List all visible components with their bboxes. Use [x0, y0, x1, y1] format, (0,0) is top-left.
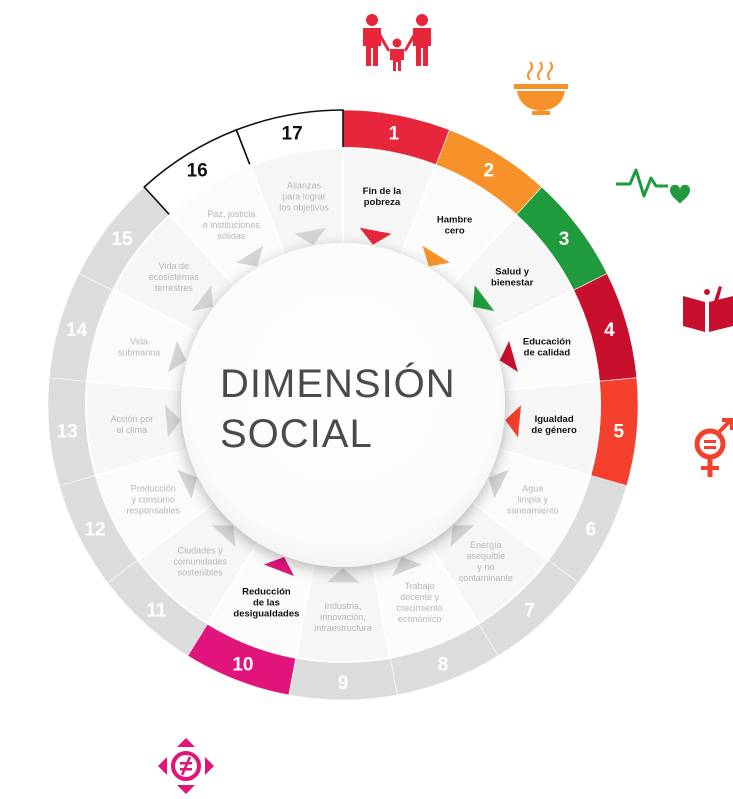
goal-number-14: 14 [66, 320, 88, 341]
goal-pointer-1 [359, 227, 392, 245]
goal-label-14: submarina [118, 347, 160, 357]
center-title-line1: DIMENSIÓN [220, 361, 456, 406]
goal-label-17: Alianzas [287, 181, 322, 191]
goal-pointer-15 [191, 285, 213, 312]
goal-label-13: Acción por [111, 414, 154, 424]
goal-pointer-5 [505, 405, 521, 438]
goal-icons [158, 14, 733, 794]
goal-label-6: limpia y [518, 494, 549, 504]
heartbeat-icon [616, 168, 690, 204]
goal-label-7: y no [477, 562, 494, 572]
inner-sectors [85, 146, 601, 663]
goal-pointer-6 [488, 469, 509, 499]
goal-label-3: Salud y [495, 267, 530, 278]
soup-bowl-icon [514, 61, 568, 115]
goal-label-5: Igualdad [535, 414, 574, 425]
goal-pointer-12 [177, 469, 198, 499]
goal-label-16: Paz, justicia [207, 209, 255, 219]
goal-pointer-14 [168, 340, 187, 373]
goal-label-1: Fin de la [363, 186, 402, 197]
goal-label-16: sólidas [217, 231, 246, 241]
goal-pointer-9 [326, 568, 360, 583]
goal-number-7: 7 [524, 601, 535, 622]
pointers [165, 227, 521, 583]
goal-number-8: 8 [438, 654, 449, 675]
goal-label-12: y consumo [131, 494, 175, 504]
goal-label-10: Reducción [242, 587, 291, 598]
goal-label-2: Hambre [437, 214, 472, 225]
goal-pointer-4 [499, 340, 518, 373]
goal-number-16: 16 [187, 160, 208, 181]
reduced-inequalities-icon [158, 738, 214, 794]
goal-label-6: saneamiento [507, 505, 559, 515]
center-title-line2: SOCIAL [220, 412, 373, 456]
goal-label-12: responsables [126, 505, 180, 515]
book-icon [683, 286, 733, 332]
goal-number-4: 4 [604, 320, 615, 341]
outer-ring [47, 109, 639, 701]
goal-label-16: e instituciones [203, 220, 261, 230]
goal-label-7: contaminante [459, 573, 513, 583]
goal-label-8: económico [398, 614, 442, 624]
goal-label-13: el clima [117, 425, 148, 435]
goal-label-8: Trabajo [404, 581, 434, 591]
family-icon [363, 14, 431, 71]
goal-label-9: infraestructura [314, 623, 372, 633]
goal-label-9: Industria, [324, 601, 361, 611]
goal-number-9: 9 [338, 673, 349, 694]
goal-pointer-10 [263, 556, 295, 577]
goal-label-15: Vida de [159, 261, 189, 271]
goal-label-5: de género [531, 425, 577, 436]
goal-number-1: 1 [389, 124, 400, 145]
goal-number-2: 2 [484, 160, 495, 181]
goal-number-13: 13 [57, 422, 78, 443]
goal-label-17: los objetivos [279, 203, 329, 213]
goal-number-6: 6 [586, 519, 597, 540]
goal-number-12: 12 [84, 519, 105, 540]
goal-label-11: sostenibles [178, 568, 224, 578]
goal-number-5: 5 [614, 422, 625, 443]
goal-label-3: bienestar [491, 278, 534, 289]
goal-label-7: asequible [467, 551, 506, 561]
goal-label-7: Energía [470, 540, 502, 550]
goal-label-2: cero [445, 225, 465, 236]
goal-pointer-13 [165, 405, 181, 438]
goal-label-12: Producción [131, 483, 176, 493]
goal-pointer-11 [211, 525, 236, 547]
goal-number-3: 3 [559, 229, 570, 250]
goal-label-6: Agua [522, 483, 543, 493]
goal-pointer-16 [235, 245, 264, 267]
goal-label-8: decente y [400, 592, 440, 602]
goal-pointer-8 [391, 556, 423, 577]
center-disc: DIMENSIÓN SOCIAL [181, 243, 505, 567]
goal-label-10: de las [253, 598, 280, 609]
goal-label-11: Ciudades y [178, 546, 224, 556]
goal-number-15: 15 [111, 229, 133, 250]
goal-label-4: Educación [523, 336, 571, 347]
goal-label-11: comunidades [173, 557, 227, 567]
goal-label-15: terrestres [155, 283, 194, 293]
goal-label-10: desigualdades [233, 609, 299, 620]
goal-pointer-17 [294, 227, 327, 245]
goal-label-8: crecimiento [397, 603, 443, 613]
goal-pointer-7 [450, 525, 475, 547]
goal-label-17: para lograr [282, 192, 326, 202]
goal-pointer-3 [473, 285, 495, 312]
goal-number-10: 10 [232, 654, 253, 675]
goal-number-17: 17 [282, 124, 303, 145]
goal-pointer-2 [422, 245, 451, 267]
gender-equality-icon [694, 418, 733, 477]
goal-label-4: de calidad [524, 347, 571, 358]
goal-label-1: pobreza [364, 197, 401, 208]
goal-label-14: Vida [130, 336, 148, 346]
goal-label-9: innovación, [320, 612, 366, 622]
goal-label-15: ecosistemas [149, 272, 200, 282]
goal-number-11: 11 [146, 601, 167, 622]
